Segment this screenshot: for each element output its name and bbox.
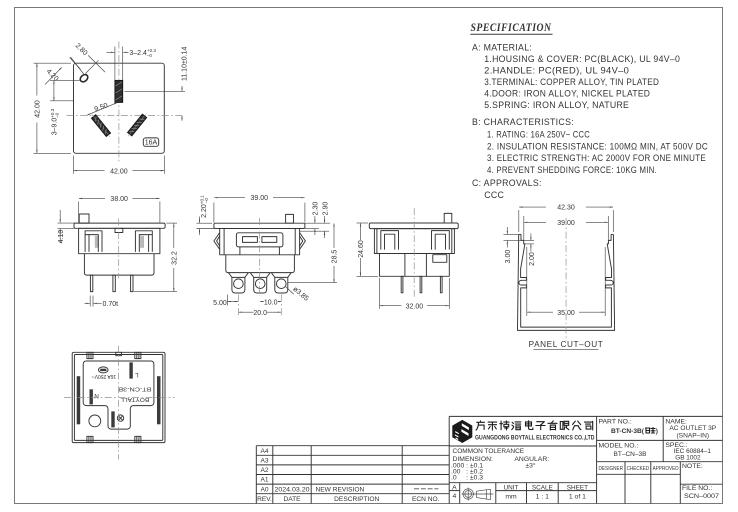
svg-text:16A 250V~: 16A 250V~ [92,373,117,379]
svg-text:BT–CN–3B: BT–CN–3B [614,451,647,458]
svg-text:2.30: 2.30 [313,202,320,216]
svg-text:A: A [452,484,457,491]
svg-text:2.90: 2.90 [322,202,329,216]
svg-text:28.5: 28.5 [331,250,338,264]
svg-text:SCALE: SCALE [532,485,553,492]
svg-text:3. ELECTRIC STRENGTH: AC 2000V: 3. ELECTRIC STRENGTH: AC 2000V FOR ONE M… [487,153,706,163]
svg-text:.0 : ±0.3: .0 : ±0.3 [451,475,483,482]
svg-text:2.00: 2.00 [529,252,536,266]
svg-text:SHEET: SHEET [567,485,588,492]
svg-text:A4: A4 [260,448,268,455]
svg-text:IEC 60884–1: IEC 60884–1 [674,448,712,455]
svg-text:16A: 16A [145,139,158,146]
svg-text:39.00: 39.00 [251,195,269,202]
svg-text:42.30: 42.30 [557,205,575,212]
svg-text:A: MATERIAL:: A: MATERIAL: [472,43,532,53]
svg-text:ANGULAR:: ANGULAR: [514,456,549,463]
svg-text:(SNAP–IN): (SNAP–IN) [676,432,709,439]
svg-text:.00 : ±0.2: .00 : ±0.2 [451,469,483,476]
svg-text:DESCRIPTION: DESCRIPTION [334,496,379,503]
svg-text:±3°: ±3° [525,462,536,470]
svg-text:ECN NO.: ECN NO. [412,496,440,503]
svg-text:NAME:: NAME: [665,418,687,425]
svg-text:mm: mm [505,493,517,500]
svg-text:9.50: 9.50 [94,102,109,113]
svg-text:A3: A3 [260,458,268,465]
svg-text:A1: A1 [260,477,268,484]
svg-text:SCN–0007: SCN–0007 [684,493,719,500]
svg-text:NEW REVISION: NEW REVISION [316,486,365,493]
svg-text:5.SPRING: IRON ALLOY, NATURE: 5.SPRING: IRON ALLOY, NATURE [484,100,629,110]
svg-text:REV.: REV. [257,496,272,503]
svg-text:4. PREVENT SHEDDING FORCE: 10K: 4. PREVENT SHEDDING FORCE: 10KG MIN. [487,165,657,175]
svg-text:COMMON TOLERANCE: COMMON TOLERANCE [453,448,525,455]
svg-text:39.00: 39.00 [557,220,575,227]
svg-text:GUANGDONG BOYTALL ELECTRONICS: GUANGDONG BOYTALL ELECTRONICS CO.,LTD [475,435,595,442]
svg-text:32.00: 32.00 [406,303,424,310]
svg-text:DESIGNER: DESIGNER [599,466,624,472]
svg-text:A0: A0 [260,486,268,493]
svg-text:BT-CN-3B(: BT-CN-3B( [611,428,645,435]
svg-text:32.2: 32.2 [172,251,179,265]
svg-text:4.10: 4.10 [58,230,65,244]
svg-text:3.TERMINAL: COPPER ALLOY, TIN: 3.TERMINAL: COPPER ALLOY, TIN PLATED [484,77,659,87]
svg-text:1 : 1: 1 : 1 [536,493,549,500]
svg-text:UNIT: UNIT [504,485,519,492]
svg-text:SPEC.:: SPEC.: [665,442,687,449]
svg-text:DATE: DATE [283,496,301,503]
svg-text:NOTE:: NOTE: [682,463,703,470]
svg-text:GB 1002: GB 1002 [675,454,701,461]
svg-text:5.00: 5.00 [213,300,227,307]
svg-text:35.00: 35.00 [557,310,575,317]
svg-text:10.0: 10.0 [264,299,278,306]
svg-text:SPECIFICATION: SPECIFICATION [471,22,552,34]
svg-text:CHECKED: CHECKED [627,466,650,472]
svg-text:CCC: CCC [484,190,504,200]
svg-text:1 of 1: 1 of 1 [569,493,586,500]
svg-text:B: CHARACTERISTICS:: B: CHARACTERISTICS: [472,117,574,127]
svg-text:3–9.0+0.3–0: 3–9.0+0.3–0 [50,108,60,135]
svg-text:L: L [135,371,139,378]
svg-text:PANEL CUT–OUT: PANEL CUT–OUT [529,340,604,349]
svg-text:1. RATING: 16A 250V~ CCC: 1. RATING: 16A 250V~ CCC [487,130,590,140]
svg-text:0.70t: 0.70t [103,301,119,308]
svg-text:DIMENSION:: DIMENSION: [453,456,494,463]
svg-text:2. INSULATION RESISTANCE: 100M: 2. INSULATION RESISTANCE: 100MΩ MIN, AT … [487,141,708,151]
svg-text:3–2.4+0.3–0: 3–2.4+0.3–0 [129,48,156,58]
svg-text:38.00: 38.00 [110,196,128,203]
svg-text:3.00: 3.00 [505,250,512,264]
svg-text:2.80: 2.80 [74,42,89,57]
svg-text:4: 4 [453,493,457,500]
svg-text:1.HOUSING & COVER: PC(BLACK),: 1.HOUSING & COVER: PC(BLACK), UL 94V–0 [484,54,680,64]
svg-text:N: N [94,392,99,399]
svg-text:PART NO.:: PART NO.: [599,418,632,425]
svg-text:ø3.85: ø3.85 [291,286,309,303]
svg-text:A2: A2 [260,467,268,474]
svg-text:20.0: 20.0 [253,310,267,317]
svg-text:2.HANDLE: PC(RED), UL 94V–0: 2.HANDLE: PC(RED), UL 94V–0 [484,66,629,76]
svg-text:11.10±0.14: 11.10±0.14 [181,46,188,81]
svg-text:2.20+0.1–0: 2.20+0.1–0 [199,195,209,218]
svg-text:C: APPROVALS:: C: APPROVALS: [472,178,542,188]
svg-text:24.60: 24.60 [358,240,365,258]
svg-text:42.00: 42.00 [110,168,128,175]
svg-text:4.DOOR: IRON ALLOY, NICKEL PLA: 4.DOOR: IRON ALLOY, NICKEL PLATED [484,89,650,99]
svg-text:42.00: 42.00 [35,100,42,118]
svg-text:APPROVED: APPROVED [653,466,679,472]
svg-text:2024.03.20: 2024.03.20 [275,486,310,493]
svg-text:AC OUTLET 3P: AC OUTLET 3P [669,425,716,432]
svg-text:BOYTALL: BOYTALL [119,396,149,402]
svg-text:MODEL NO.:: MODEL NO.: [599,443,639,450]
svg-text:): ) [656,428,658,435]
svg-text:FILE NO.:: FILE NO.: [682,485,712,492]
svg-text:.000 : ±0.1: .000 : ±0.1 [451,463,483,470]
svg-text:BT-CN-3B: BT-CN-3B [118,385,151,391]
